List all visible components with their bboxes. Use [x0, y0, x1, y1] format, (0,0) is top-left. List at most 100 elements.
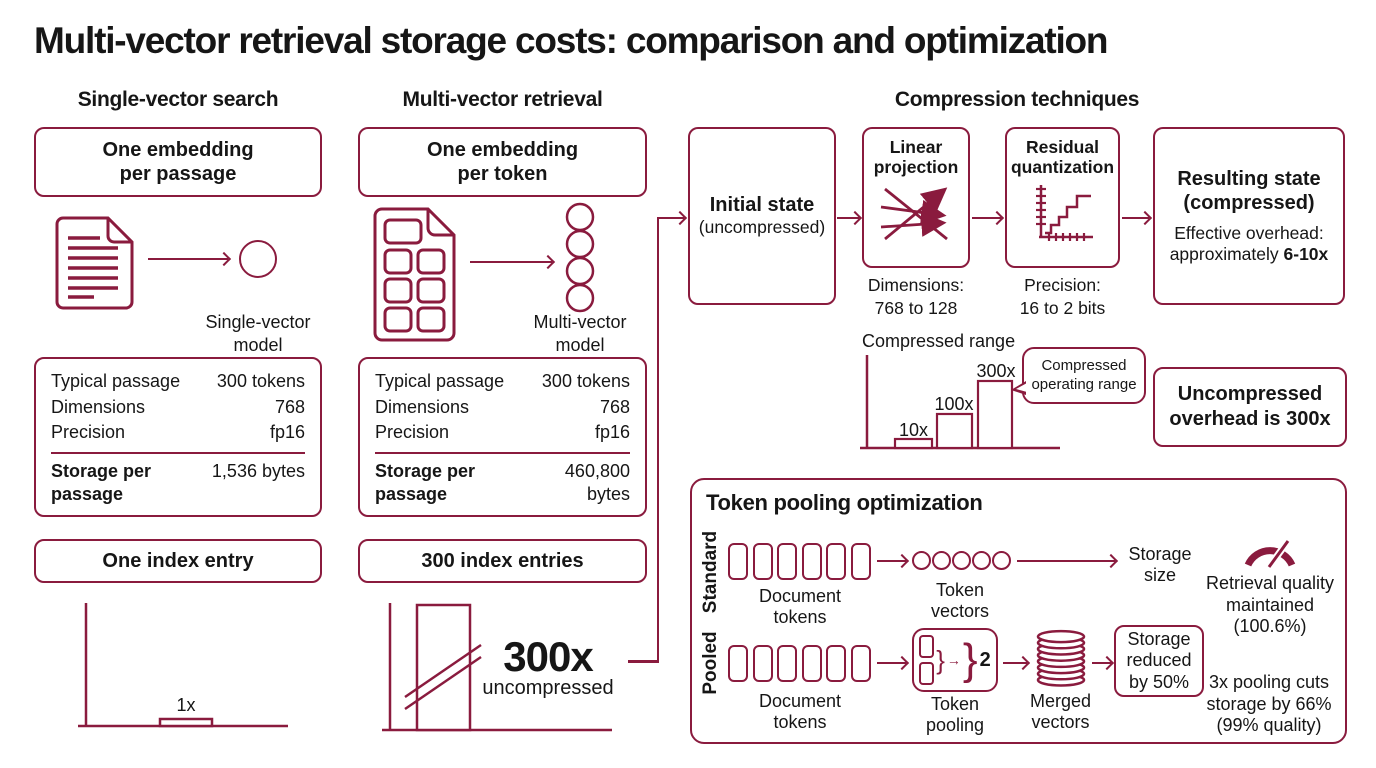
- spec-value: 300 tokens: [541, 371, 630, 391]
- resulting-state-note2: approximately 6-10x: [1170, 244, 1329, 265]
- total-value: 460,800 bytes: [564, 460, 630, 505]
- connector-horizontal-segment: [628, 660, 659, 663]
- token-pooling-title: Token pooling optimization: [706, 490, 983, 515]
- multi-bar-caption: uncompressed: [482, 677, 614, 699]
- table-row: Typical passage 300 tokens: [51, 369, 305, 395]
- range-bar-label-10x: 10x: [898, 420, 929, 440]
- divider: [51, 451, 305, 454]
- arrow-merged-to-reduced: [1092, 662, 1111, 664]
- spec-label: Dimensions: [51, 396, 146, 417]
- single-index-box: One index entry: [34, 539, 322, 583]
- gauge-icon: [1244, 538, 1296, 569]
- arrow-initial-to-linear: [837, 217, 859, 219]
- single-embedding-text: One embedding per passage: [102, 138, 254, 185]
- pooled-document-tokens-label: Document tokens: [758, 691, 842, 732]
- uncompressed-overhead-text: Uncompressed overhead is 300x: [1169, 383, 1331, 430]
- multi-model-label: Multi-vector model: [533, 312, 627, 355]
- merged-vectors-label: Merged vectors: [1029, 691, 1092, 732]
- resulting-state-note: Effective overhead:: [1174, 223, 1324, 243]
- document-icon: [55, 216, 134, 310]
- initial-state-title: Initial state: [709, 194, 815, 216]
- token-shape: [728, 543, 748, 580]
- note2-plain: approximately: [1169, 244, 1284, 264]
- divider: [375, 451, 630, 454]
- arrow-pooling-to-merged: [1003, 662, 1027, 664]
- linear-projection-title: Linear projection: [873, 137, 959, 178]
- arrow-standard-tokens-to-vectors: [877, 560, 906, 562]
- multi-spec-table: Typical passage 300 tokens Dimensions 76…: [358, 357, 647, 517]
- multi-embedding-text: One embedding per token: [426, 138, 579, 185]
- token-vectors-label: Token vectors: [930, 580, 990, 621]
- token-vectors-icon: [912, 551, 1011, 570]
- arrow-linear-to-residual: [972, 217, 1001, 219]
- spec-value: 768: [274, 396, 305, 417]
- pool-factor: 2: [979, 648, 991, 671]
- resulting-state-box: Resulting state (compressed) Effective o…: [1153, 127, 1345, 305]
- merged-vectors-icon: [1036, 629, 1086, 687]
- spec-value: fp16: [269, 422, 305, 443]
- spec-label: Precision: [51, 422, 126, 443]
- spec-value: fp16: [594, 422, 630, 443]
- token-shape: [826, 645, 847, 682]
- page-title: Multi-vector retrieval storage costs: co…: [34, 20, 1109, 61]
- token-shape: [777, 645, 798, 682]
- resulting-state-title: Resulting state: [1177, 168, 1321, 190]
- vector-circle: [992, 551, 1011, 570]
- vector-circle: [912, 551, 931, 570]
- linear-projection-box: Linear projection: [862, 127, 970, 268]
- large-brace-icon: }: [962, 635, 978, 684]
- token-shape: [801, 645, 822, 682]
- range-bar-label-100x: 100x: [934, 394, 974, 414]
- storage-reduced-box: Storage reduced by 50%: [1114, 625, 1204, 697]
- token-document-icon: [373, 207, 456, 342]
- connector-arrow-into-initial: [658, 217, 684, 219]
- small-brace-icon: }: [936, 645, 945, 675]
- token-shape: [919, 662, 935, 685]
- token-shape: [801, 543, 822, 580]
- token-shape: [752, 645, 773, 682]
- table-row-total: Storage per passage 1,536 bytes: [51, 460, 305, 507]
- total-value: 1,536 bytes: [211, 460, 305, 481]
- spec-label: Typical passage: [51, 371, 181, 391]
- multi-embedding-box: One embedding per token: [358, 127, 647, 197]
- initial-state-subtitle: (uncompressed): [698, 217, 826, 237]
- multi-bar-value: 300x: [503, 633, 593, 680]
- single-vector-circle-icon: [239, 240, 277, 278]
- single-spec-table: Typical passage 300 tokens Dimensions 76…: [34, 357, 322, 517]
- arrow-residual-to-result: [1122, 217, 1149, 219]
- table-row: Dimensions 768: [51, 395, 305, 421]
- spec-value: 300 tokens: [216, 371, 305, 391]
- spec-value: 768: [599, 396, 630, 417]
- multi-index-box: 300 index entries: [358, 539, 647, 583]
- total-label: Storage per passage: [51, 460, 152, 505]
- vector-circle: [932, 551, 951, 570]
- table-row-total: Storage per passage 460,800 bytes: [375, 460, 630, 507]
- residual-quantization-note: Precision: 16 to 2 bits: [1019, 275, 1106, 318]
- spec-label: Precision: [375, 422, 450, 443]
- token-shape: [919, 635, 935, 658]
- storage-reduced-text: Storage reduced by 50%: [1126, 629, 1192, 692]
- pooling-mini-tokens: [919, 635, 935, 685]
- arrow-tokens-to-model: [470, 261, 552, 263]
- single-embedding-box: One embedding per passage: [34, 127, 322, 197]
- multi-bar-chart: [382, 603, 612, 732]
- token-shape: [851, 645, 871, 682]
- table-row: Precision fp16: [51, 420, 305, 446]
- section-header-single-vector: Single-vector search: [77, 88, 279, 111]
- token-shape: [826, 543, 847, 580]
- multi-vector-circles-icon: [565, 202, 595, 313]
- callout-text: Compressed operating range: [1031, 357, 1137, 393]
- spec-label: Typical passage: [375, 371, 505, 391]
- section-header-multi-vector: Multi-vector retrieval: [402, 88, 603, 111]
- arrow-doc-to-model: [148, 258, 228, 260]
- linear-projection-note: Dimensions: 768 to 128: [867, 275, 965, 318]
- pooling-cuts-label: 3x pooling cuts storage by 66% (99% qual…: [1206, 672, 1332, 736]
- token-pooling-panel: [690, 478, 1347, 744]
- storage-size-label: Storage size: [1128, 544, 1192, 585]
- resulting-state-subtitle: (compressed): [1183, 192, 1315, 214]
- table-row: Dimensions 768: [375, 395, 630, 421]
- token-shape: [728, 645, 748, 682]
- linear-projection-icon: [880, 187, 948, 241]
- residual-quantization-icon: [1035, 185, 1093, 242]
